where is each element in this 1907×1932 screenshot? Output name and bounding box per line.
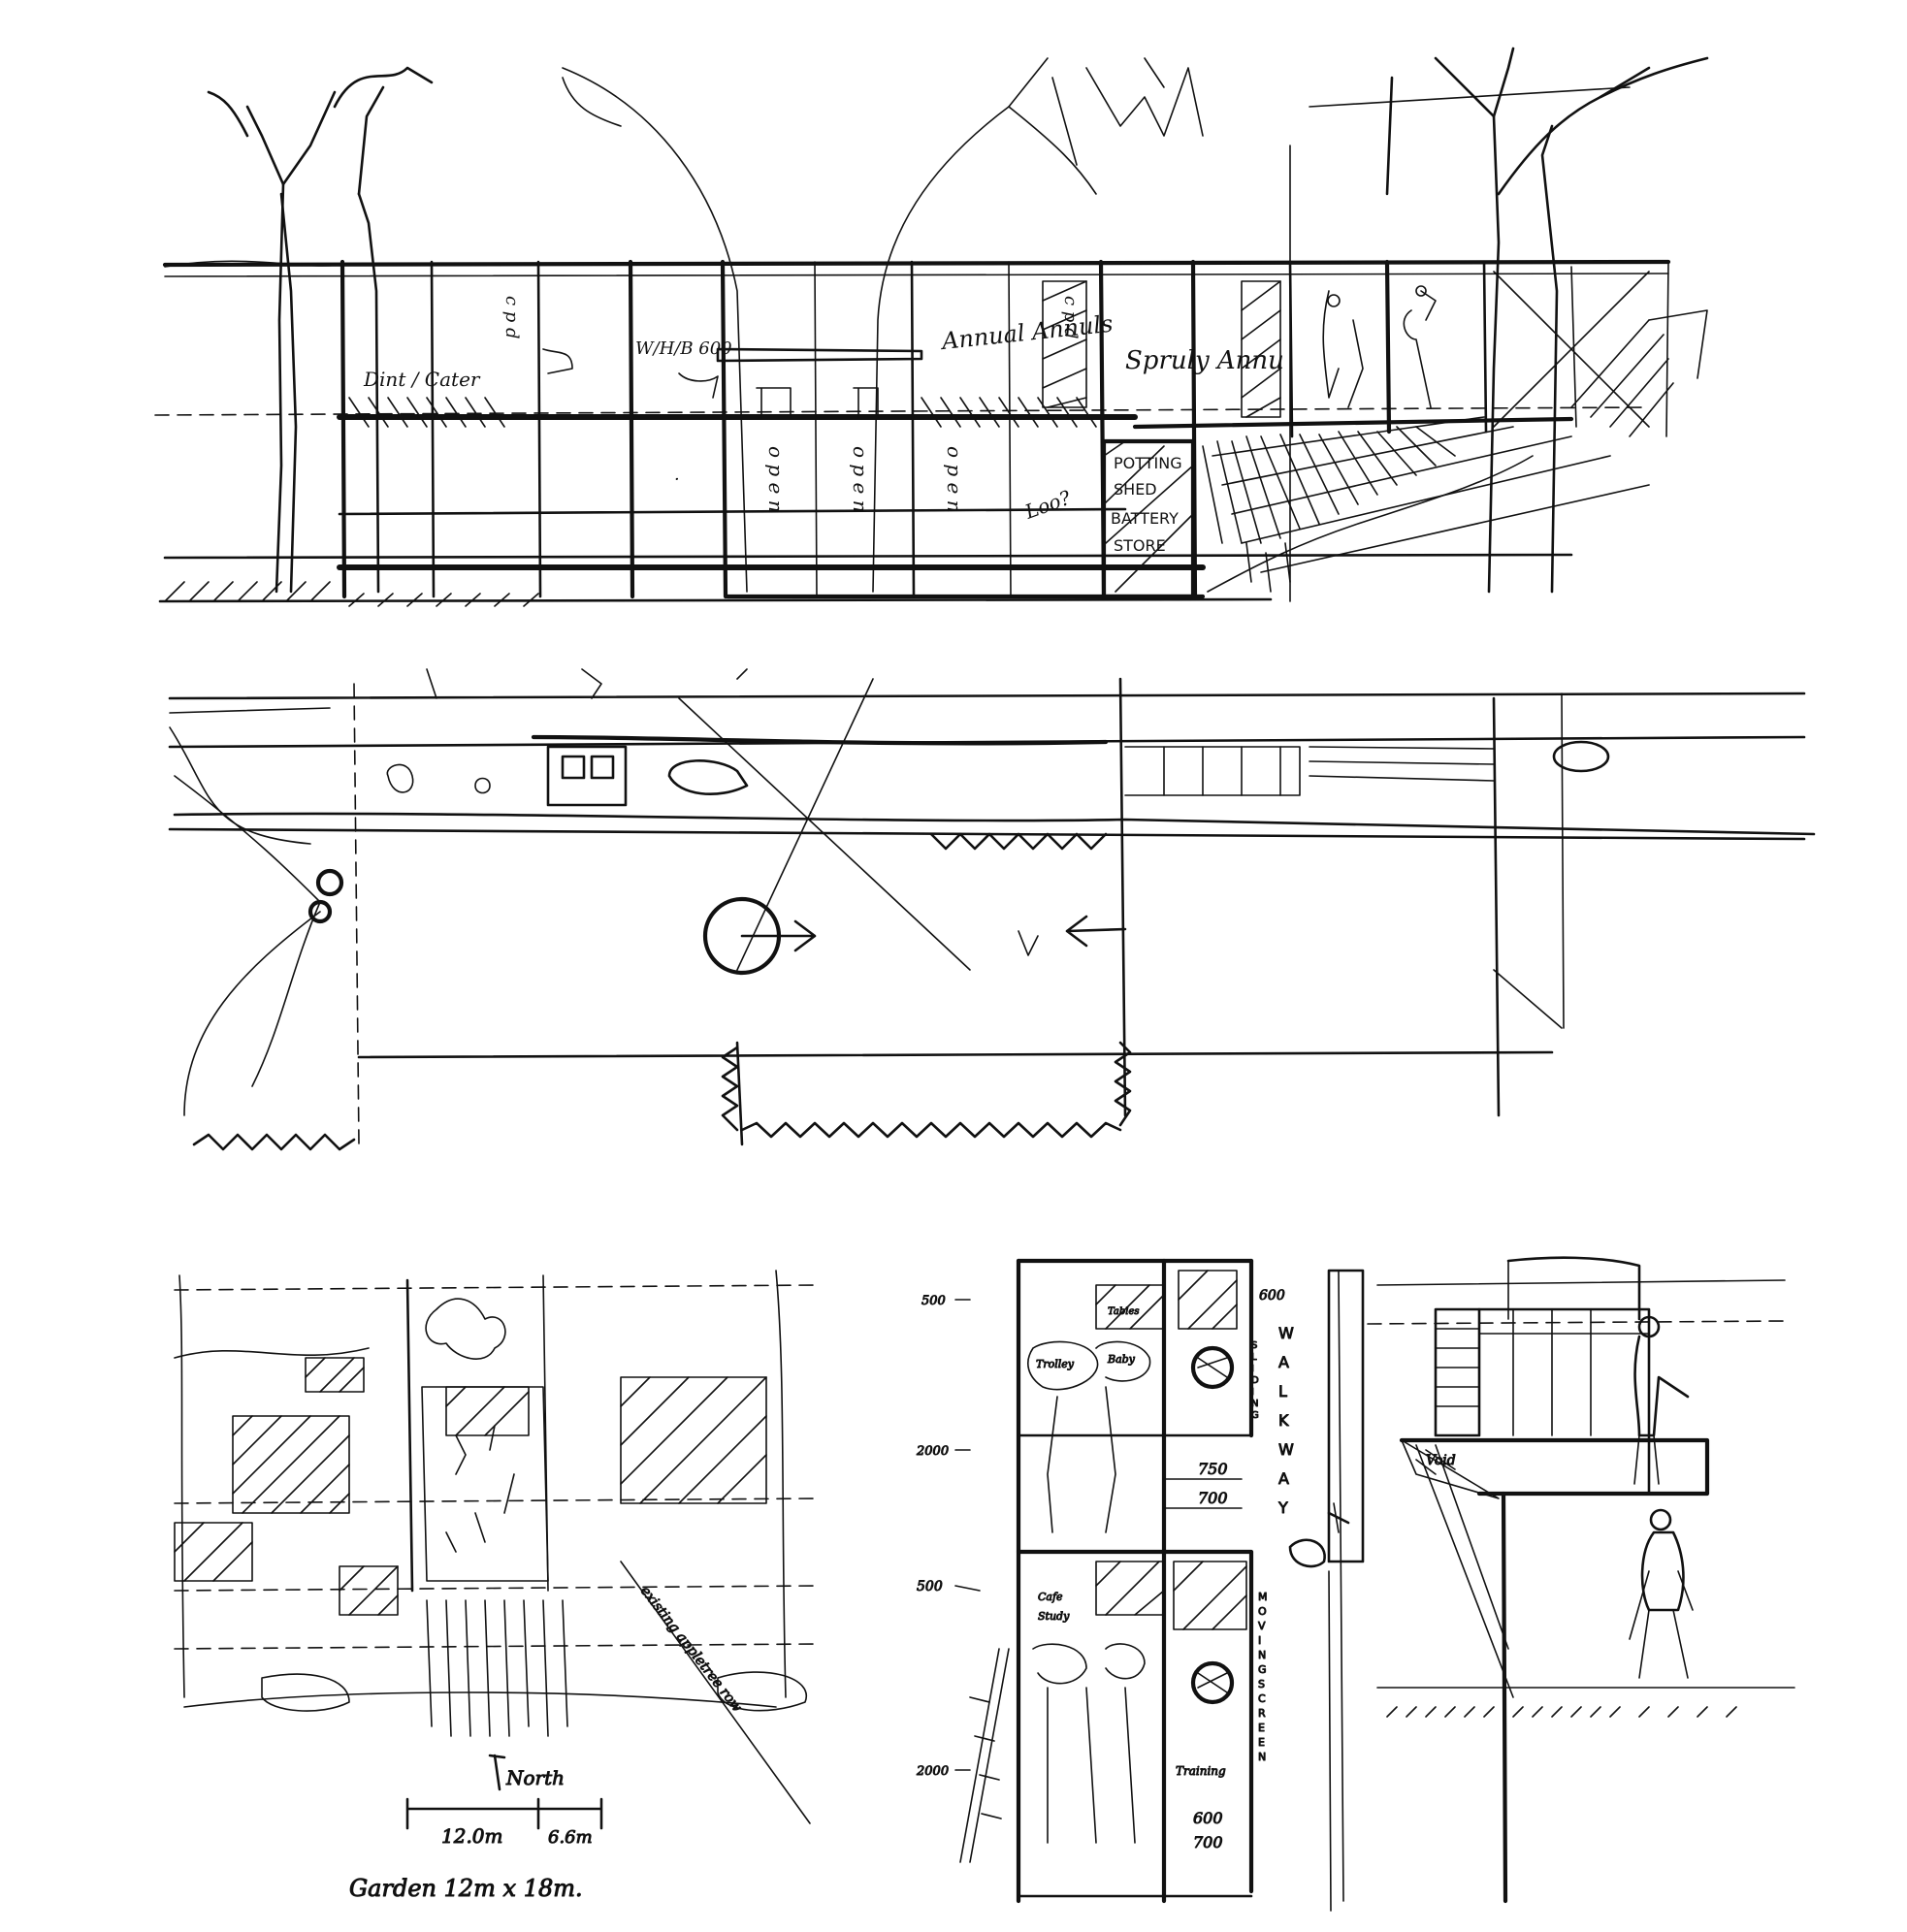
figures-section (1322, 271, 1650, 428)
label-open-3: o p e n (943, 446, 966, 513)
diag-note: existing appletree row (637, 1584, 745, 1716)
walkway-5: A (1278, 1469, 1289, 1488)
walkway-2: L (1278, 1382, 1287, 1401)
room-label-5: Study (1038, 1610, 1070, 1623)
walkway-1: A (1278, 1353, 1289, 1371)
walkway-letters: W A L K W A Y (1277, 1324, 1295, 1518)
walkway-0: W (1278, 1324, 1294, 1342)
tree-center (562, 57, 1204, 593)
sliding-letters: S L I D I N G (1251, 1340, 1260, 1422)
moving-screen-letters: M O V I N G S C R E E N (1258, 1591, 1269, 1764)
walkway-4: W (1278, 1440, 1294, 1459)
tree-left (207, 66, 434, 594)
moving-9: E (1258, 1722, 1265, 1734)
label-i: · (674, 469, 680, 490)
label-shed: SHED (1114, 480, 1157, 499)
label-potting: POTTING (1114, 454, 1182, 472)
label-open-2: o p e n (849, 446, 872, 513)
site-buildings (174, 1357, 767, 1616)
sliding-0: S (1251, 1340, 1257, 1351)
dim-600-top: 600 (1259, 1288, 1285, 1304)
label-open-1: o p e n (764, 446, 788, 513)
dim-600-low: 600 (1193, 1809, 1223, 1827)
plan-figures (959, 1340, 1151, 1863)
room-label-3: Tables (1108, 1306, 1140, 1317)
room-label-2: Baby (1107, 1353, 1136, 1366)
site-caption: Garden 12m x 18m. (349, 1875, 583, 1902)
section-frame (154, 259, 1671, 603)
label-whb: W/H/B 600 (635, 338, 732, 359)
small-section: Void (1333, 1256, 1795, 1904)
sliding-3: D (1251, 1375, 1259, 1386)
dim-6-6m: 6.6m (548, 1827, 593, 1848)
moving-10: E (1258, 1736, 1265, 1749)
sliding-2: I (1251, 1364, 1254, 1374)
sliding-5: N (1251, 1399, 1258, 1409)
dim-700: 700 (1198, 1489, 1228, 1507)
label-annual: Annual Annuls (939, 310, 1115, 356)
dim-750: 750 (1198, 1460, 1228, 1478)
potting-shed-block: POTTING SHED BATTERY STORE (1101, 438, 1196, 599)
garden-strip (421, 1298, 568, 1737)
label-battery: BATTERY (1111, 509, 1179, 528)
dim-2000-low: 2000 (916, 1764, 949, 1779)
dim-2000: 2000 (916, 1444, 949, 1459)
walkway-3: K (1278, 1411, 1289, 1430)
upper-partitions (542, 280, 1281, 418)
moving-2: V (1258, 1620, 1266, 1632)
moving-6: S (1258, 1678, 1265, 1690)
room-label-4: Cafe (1038, 1591, 1063, 1603)
dim-12m: 12.0m (441, 1824, 503, 1848)
sliding-4: I (1251, 1387, 1254, 1398)
north-label: North (505, 1766, 565, 1789)
dim-500-top: 500 (921, 1294, 946, 1308)
label-store: STORE (1114, 536, 1166, 555)
hillside-hatch (1202, 309, 1708, 593)
label-loo: Loo? (1021, 486, 1075, 524)
dim-700-low: 700 (1193, 1833, 1223, 1852)
moving-8: R (1258, 1707, 1266, 1720)
site-plan: North 12.0m 6.6m Garden 12m x 18m. exist… (174, 1270, 816, 1903)
label-spring: Spruly Annu (1125, 346, 1284, 375)
slab-hatch (164, 397, 1097, 607)
moving-1: O (1258, 1605, 1267, 1618)
ground-plan (168, 668, 1816, 1151)
moving-3: I (1258, 1634, 1261, 1647)
moving-0: M (1258, 1591, 1268, 1603)
room-label-6: Training (1176, 1764, 1226, 1778)
sliding-1: L (1251, 1352, 1257, 1363)
moving-7: C (1258, 1692, 1266, 1705)
fitments-hatch (1095, 1270, 1247, 1630)
label-cpd: c p d (501, 296, 522, 339)
walkway-6: Y (1277, 1498, 1288, 1517)
sliding-6: G (1251, 1410, 1259, 1421)
moving-4: N (1258, 1649, 1266, 1661)
moving-11: N (1258, 1751, 1266, 1763)
tree-right (1385, 47, 1709, 594)
background-wiggle-lines (164, 77, 1631, 602)
room-label-1: Trolley (1036, 1358, 1075, 1370)
floor-plan: 500 2000 500 2000 600 750 700 600 700 W … (916, 1258, 1365, 1912)
dim-500-mid: 500 (917, 1579, 943, 1594)
moving-5: G (1258, 1663, 1267, 1676)
long-section: Dint / Cater c p d W/H/B 600 Annual Annu… (154, 47, 1709, 607)
label-dint-cater: Dint / Cater (363, 368, 481, 391)
label-cpd-2: c p d (1060, 296, 1081, 339)
